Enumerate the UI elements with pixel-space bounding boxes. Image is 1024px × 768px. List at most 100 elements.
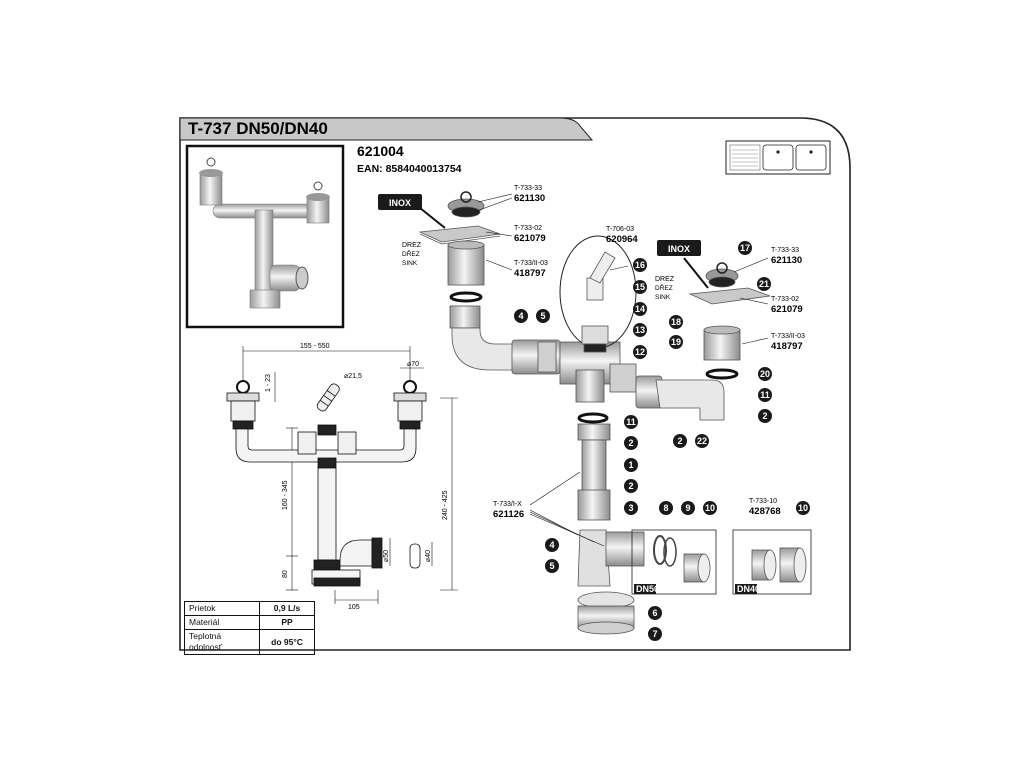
svg-text:1: 1 bbox=[628, 460, 633, 470]
assembly-outline bbox=[226, 380, 427, 587]
sink-label-right-3: SINK bbox=[655, 294, 671, 301]
dim-dia70: ⌀70 bbox=[407, 361, 419, 368]
svg-text:13: 13 bbox=[635, 325, 645, 335]
ref-left-bot-model: T-733/II-03 bbox=[514, 260, 548, 267]
part-badge-2-mid: 2 bbox=[673, 434, 687, 448]
ref-center-model: T-706-03 bbox=[606, 226, 634, 233]
svg-text:10: 10 bbox=[705, 503, 715, 513]
inox-badge-right: INOX bbox=[657, 240, 709, 289]
sink-label-right-1: DREZ bbox=[655, 276, 675, 283]
part-badge-9: 9 bbox=[681, 501, 695, 515]
ref-right-bot-model: T-733/II-03 bbox=[771, 333, 805, 340]
svg-text:8: 8 bbox=[663, 503, 668, 513]
part-badge-12: 12 bbox=[633, 345, 647, 359]
svg-text:3: 3 bbox=[628, 503, 633, 513]
part-badge-1: 1 bbox=[624, 458, 638, 472]
svg-text:2: 2 bbox=[677, 436, 682, 446]
part-badge-2-lower-a: 2 bbox=[624, 436, 638, 450]
part-badge-14: 14 bbox=[633, 302, 647, 316]
svg-text:22: 22 bbox=[697, 436, 707, 446]
sink-label-left-3: SINK bbox=[402, 260, 418, 267]
svg-text:5: 5 bbox=[540, 311, 545, 321]
ref-lower-code: 621126 bbox=[493, 509, 524, 520]
svg-text:12: 12 bbox=[635, 347, 645, 357]
spec-label: Materiál bbox=[184, 615, 260, 630]
dimension-drawing bbox=[242, 346, 458, 604]
part-badge-8: 8 bbox=[659, 501, 673, 515]
part-badge-2-lower-b: 2 bbox=[624, 479, 638, 493]
spec-value: 0,9 L/s bbox=[259, 601, 315, 616]
svg-text:INOX: INOX bbox=[668, 244, 690, 254]
spec-label: Prietok bbox=[184, 601, 260, 616]
svg-text:14: 14 bbox=[635, 304, 645, 314]
sink-label-right-2: DŘEZ bbox=[655, 283, 673, 292]
part-badge-7: 7 bbox=[648, 627, 662, 641]
dim-dia50: ⌀50 bbox=[383, 550, 390, 562]
part-badge-5: 5 bbox=[536, 309, 550, 323]
dim-dia215: ⌀21,5 bbox=[344, 373, 362, 380]
page-title: T-737 DN50/DN40 bbox=[188, 119, 328, 138]
dim-h80: 80 bbox=[282, 570, 289, 578]
double-sink-icon bbox=[725, 140, 831, 175]
dim-h160: 160 - 345 bbox=[282, 480, 289, 510]
ref-lower-model: T-733/I-X bbox=[493, 501, 522, 508]
svg-text:15: 15 bbox=[635, 282, 645, 292]
part-badge-20: 20 bbox=[758, 367, 772, 381]
part-badge-18: 18 bbox=[669, 315, 683, 329]
dn40-label: DN40 bbox=[737, 584, 760, 594]
part-badge-11-lower: 11 bbox=[624, 415, 638, 429]
ref-right-top-code: 621130 bbox=[771, 255, 802, 266]
svg-text:2: 2 bbox=[628, 438, 633, 448]
part-badge-19: 19 bbox=[669, 335, 683, 349]
inox-badge-left: INOX bbox=[378, 194, 446, 229]
spec-value: do 95°C bbox=[259, 629, 315, 655]
part-badge-13: 13 bbox=[633, 323, 647, 337]
spec-label: Teplotná odolnosť bbox=[184, 629, 260, 655]
sink-label-left-1: DREZ bbox=[402, 242, 422, 249]
dim-dia40: ⌀40 bbox=[425, 550, 432, 562]
svg-text:7: 7 bbox=[652, 629, 657, 639]
svg-text:18: 18 bbox=[671, 317, 681, 327]
spec-row: Materiál PP bbox=[184, 615, 315, 630]
dim-w105: 105 bbox=[348, 604, 360, 611]
dim-h240: 240 - 425 bbox=[442, 490, 449, 520]
spec-table: Prietok 0,9 L/s Materiál PP Teplotná odo… bbox=[184, 601, 315, 655]
ref-right-bot-code: 418797 bbox=[771, 341, 803, 352]
ref-left-top-model: T-733-33 bbox=[514, 185, 542, 192]
svg-text:10: 10 bbox=[798, 503, 808, 513]
part-badge-3: 3 bbox=[624, 501, 638, 515]
part-badge-22: 22 bbox=[695, 434, 709, 448]
part-badge-17: 17 bbox=[738, 241, 752, 255]
svg-text:20: 20 bbox=[760, 369, 770, 379]
svg-text:9: 9 bbox=[685, 503, 690, 513]
svg-text:16: 16 bbox=[635, 260, 645, 270]
svg-text:17: 17 bbox=[740, 243, 750, 253]
dim-h123: 1 - 23 bbox=[265, 374, 272, 392]
spec-value: PP bbox=[259, 615, 315, 630]
part-badge-10-dn40: 10 bbox=[796, 501, 810, 515]
ref-left-mid-model: T-733-02 bbox=[514, 225, 542, 232]
svg-text:2: 2 bbox=[628, 481, 633, 491]
svg-text:4: 4 bbox=[549, 540, 554, 550]
ref-dn40-code: 428768 bbox=[749, 506, 781, 517]
part-badge-21: 21 bbox=[757, 277, 771, 291]
svg-text:4: 4 bbox=[518, 311, 523, 321]
part-badges: 4 5 16 15 14 13 12 17 21 18 19 20 11 2 2… bbox=[514, 241, 810, 641]
product-photo bbox=[185, 144, 345, 329]
title-bar bbox=[179, 117, 594, 141]
part-badge-4: 4 bbox=[514, 309, 528, 323]
part-badge-16: 16 bbox=[633, 258, 647, 272]
svg-text:11: 11 bbox=[626, 417, 636, 427]
svg-text:19: 19 bbox=[671, 337, 681, 347]
svg-text:6: 6 bbox=[652, 608, 657, 618]
part-badge-4-lower: 4 bbox=[545, 538, 559, 552]
part-badge-11-right: 11 bbox=[758, 388, 772, 402]
svg-text:INOX: INOX bbox=[389, 198, 411, 208]
sink-label-left-2: DŘEZ bbox=[402, 249, 420, 258]
spec-row: Prietok 0,9 L/s bbox=[184, 601, 315, 616]
ref-dn40-model: T-733-10 bbox=[749, 498, 777, 505]
dn50-label: DN50 bbox=[636, 584, 659, 594]
svg-text:2: 2 bbox=[762, 411, 767, 421]
part-badge-6: 6 bbox=[648, 606, 662, 620]
